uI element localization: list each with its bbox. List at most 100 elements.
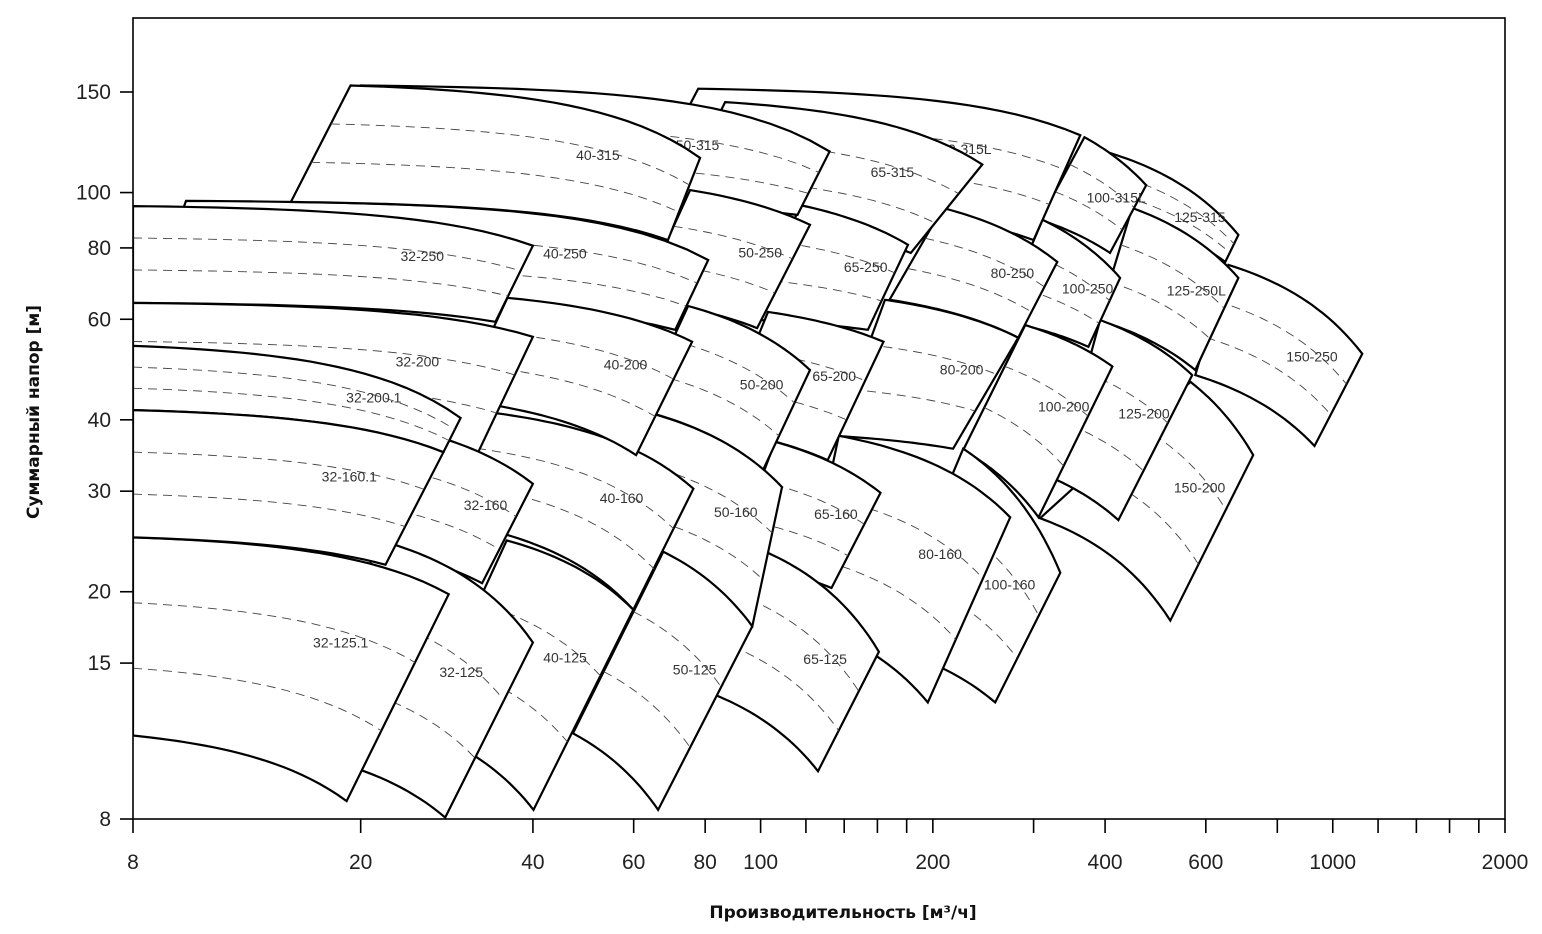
x-axis: 8 20 40 60 80 100 200 400 600 1000 2000 — [127, 819, 1528, 874]
region-label: 65-315 — [871, 164, 915, 180]
plot-frame — [132, 17, 1506, 820]
region-label: 65-125 — [803, 651, 847, 667]
region-label: 50-125 — [673, 661, 717, 677]
region-label: 32-250 — [401, 248, 445, 264]
pump-region-100-315L: 100-315L — [1038, 135, 1148, 255]
x-tick-label: 60 — [622, 851, 645, 874]
impeller-curve-dashed — [706, 138, 959, 194]
impeller-curve-dashed — [133, 451, 425, 490]
region-label: 100-250 — [1062, 281, 1114, 297]
region-outline — [571, 550, 754, 813]
region-label: 125-250L — [1167, 282, 1226, 298]
impeller-curve-dashed — [672, 339, 795, 404]
x-tick-label: 2000 — [1482, 851, 1529, 874]
region-label: 40-250 — [543, 246, 587, 262]
region-outline — [1038, 380, 1255, 623]
region-label: 100-160 — [984, 576, 1036, 592]
pump-region-80-200: 80-200 — [833, 298, 1020, 450]
pump-regions: 150-250150-200125-315125-250L125-200100-… — [133, 84, 1364, 819]
impeller-curve-dashed — [1014, 285, 1100, 324]
x-tick-label: 80 — [693, 851, 716, 874]
impeller-curve-dashed — [133, 667, 382, 732]
impeller-curve-dashed — [603, 671, 691, 748]
region-label: 50-200 — [740, 376, 784, 392]
impeller-curve-dashed — [133, 602, 416, 663]
impeller-curve-dashed — [852, 389, 976, 412]
y-tick-label: 8 — [99, 808, 111, 831]
region-label: 125-315 — [1174, 209, 1226, 225]
impeller-curve-dashed — [1055, 191, 1123, 231]
region-outline — [1038, 135, 1148, 255]
impeller-curve-dashed — [133, 341, 516, 376]
x-tick-label: 600 — [1188, 851, 1223, 874]
pump-region-50-125: 50-125 — [571, 550, 754, 813]
x-tick-label: 40 — [521, 851, 544, 874]
impeller-curve-dashed — [924, 237, 1045, 288]
y-tick-label: 20 — [88, 581, 111, 604]
pump-region-80-250: 80-250 — [887, 206, 1059, 340]
region-outline — [133, 408, 445, 566]
y-tick-label: 150 — [76, 81, 111, 104]
impeller-curve-dashed — [133, 366, 456, 430]
impeller-curve-dashed — [616, 509, 763, 580]
impeller-curve-dashed — [1217, 300, 1347, 385]
impeller-curve-dashed — [133, 237, 521, 272]
region-label: 32-160.1 — [322, 468, 377, 484]
region-label: 32-200.1 — [346, 390, 401, 406]
impeller-curve-dashed — [812, 557, 957, 640]
region-outline — [833, 298, 1020, 450]
impeller-curve-dashed — [656, 374, 780, 437]
y-tick-label: 100 — [76, 182, 111, 205]
region-label: 80-160 — [918, 546, 962, 562]
impeller-curve-dashed — [907, 268, 1032, 313]
impeller-curve-dashed — [330, 123, 690, 186]
y-tick-label: 15 — [88, 652, 111, 675]
impeller-curve-dashed — [825, 496, 984, 579]
pump-region-32-160.1: 32-160.1 — [133, 408, 445, 566]
impeller-curve-dashed — [786, 242, 895, 274]
impeller-curve-dashed — [773, 280, 882, 302]
x-tick-label: 8 — [127, 851, 139, 874]
region-label: 40-315 — [576, 147, 620, 163]
impeller-curve-dashed — [1120, 244, 1225, 309]
impeller-curve-dashed — [633, 611, 722, 688]
impeller-curve-dashed — [311, 161, 680, 213]
region-label: 100-315L — [1087, 189, 1146, 205]
region-label: 100-200 — [1038, 399, 1090, 415]
region-label: 65-250 — [844, 259, 888, 275]
impeller-curve-dashed — [1004, 365, 1089, 417]
y-tick-label: 30 — [88, 480, 111, 503]
impeller-curve-dashed — [1085, 372, 1169, 424]
region-label: 150-200 — [1174, 479, 1226, 495]
x-tick-label: 200 — [915, 851, 950, 874]
y-axis-title: Суммарный напор [м] — [24, 305, 44, 519]
impeller-curve-dashed — [984, 407, 1064, 467]
impeller-curve-dashed — [1069, 164, 1135, 208]
x-tick-label: 20 — [349, 851, 372, 874]
y-tick-label: 40 — [88, 409, 111, 432]
region-label: 50-160 — [714, 504, 758, 520]
impeller-curve-dashed — [673, 225, 793, 260]
region-label: 40-160 — [600, 490, 644, 506]
region-label: 80-250 — [991, 265, 1035, 281]
region-label: 65-200 — [812, 368, 856, 384]
x-tick-label: 1000 — [1309, 851, 1356, 874]
x-axis-title: Производительность [м³/ч] — [709, 903, 976, 923]
region-label: 80-200 — [940, 361, 984, 377]
region-label: 125-200 — [1118, 406, 1170, 422]
impeller-curve-dashed — [133, 493, 406, 527]
pump-region-32-250: 32-250 — [133, 204, 535, 324]
x-tick-label: 400 — [1088, 851, 1123, 874]
region-label: 32-160 — [464, 497, 508, 513]
impeller-curve-dashed — [1206, 337, 1332, 415]
impeller-curve-dashed — [868, 344, 997, 375]
region-label: 40-125 — [543, 650, 587, 666]
x-tick-label: 100 — [743, 851, 778, 874]
impeller-curve-dashed — [1109, 281, 1211, 340]
region-label: 65-160 — [814, 506, 858, 522]
region-label: 50-250 — [738, 244, 782, 260]
region-label: 40-200 — [604, 357, 648, 373]
impeller-curve-dashed — [133, 269, 509, 297]
